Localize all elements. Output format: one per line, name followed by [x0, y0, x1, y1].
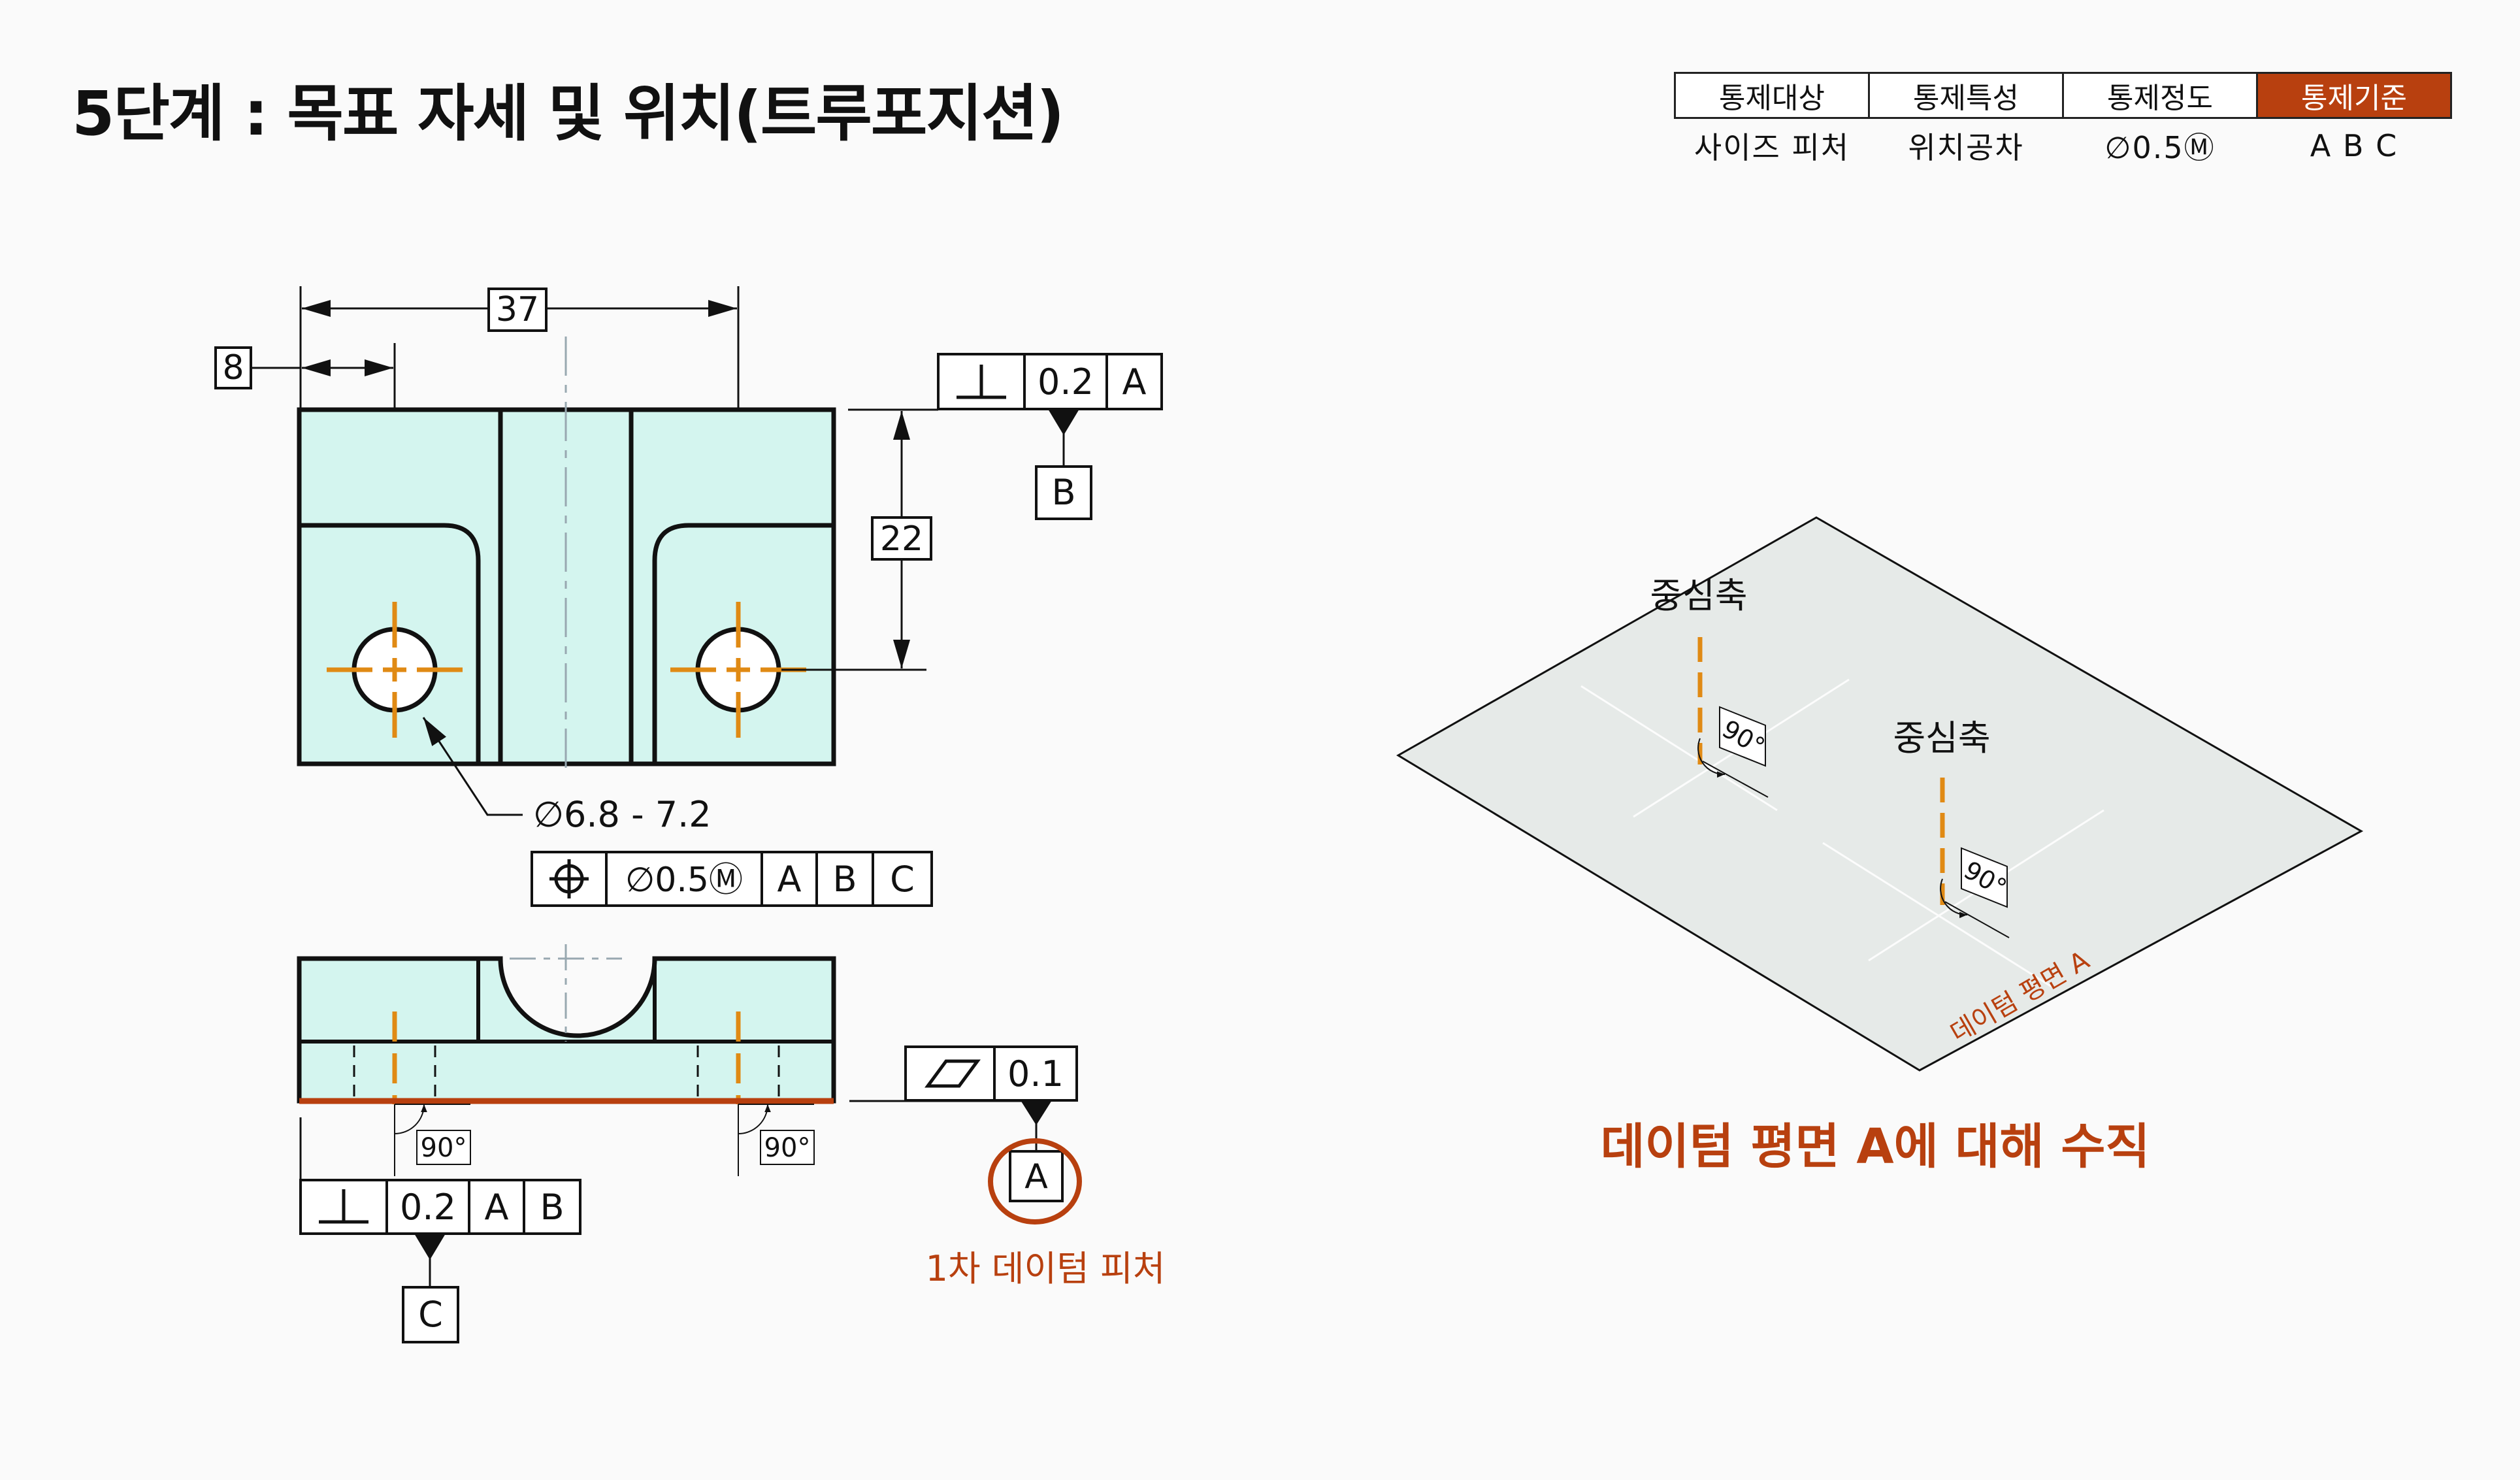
- hole-size-callout: ∅6.8 - 7.2: [422, 717, 712, 835]
- iso-view: 90° 중심축 90° 중심축 데이텀 평면 A 데이텀 평면 A에 대해 수직: [1396, 516, 2364, 1175]
- perp-bottom-tolerance: 0.2: [400, 1187, 456, 1228]
- header-datum: 통제기준: [2256, 72, 2452, 119]
- datum-a-caption: 1차 데이텀 피처: [926, 1248, 1166, 1289]
- axis-label-1: 중심축: [1650, 575, 1747, 616]
- value-characteristic: 위치공차: [1908, 130, 2024, 165]
- datum-plane-a: [1396, 516, 2364, 1072]
- dim-box-8: [214, 346, 252, 389]
- datum-a-feature: A: [988, 1100, 1082, 1225]
- datum-a-highlight: [988, 1138, 1082, 1225]
- hidden-hole-right: [696, 1045, 780, 1098]
- value-degree: ∅0.5Ⓜ: [2104, 130, 2216, 165]
- flatness-icon: [925, 1059, 981, 1088]
- perpendicularity-frame-bottom: 0.2 A B: [299, 1179, 581, 1235]
- header-degree: 통제정도: [2062, 72, 2258, 119]
- hole-size-text: ∅6.8 - 7.2: [533, 794, 712, 835]
- side-view: 90° 90° 0.2 A B: [297, 944, 1166, 1343]
- angle-left-text: 90°: [421, 1133, 467, 1163]
- value-datum: A B C: [2310, 128, 2398, 163]
- hole-left-centerlines: [327, 602, 463, 738]
- datum-c-feature: C: [402, 1234, 459, 1343]
- page-title: 5단계 : 목표 자세 및 위치(트루포지션): [72, 78, 1064, 150]
- perpendicular-icon: [957, 365, 1006, 399]
- dim-37-text: 37: [496, 290, 539, 329]
- position-tolerance: ∅0.5Ⓜ: [625, 861, 743, 900]
- step-contour-right: [652, 523, 834, 764]
- flatness-tolerance: 0.1: [1007, 1053, 1064, 1094]
- position-datum-c: C: [890, 859, 915, 900]
- iso-angle-2: 90°: [1940, 847, 2012, 938]
- position-frame: ∅0.5Ⓜ A B C: [531, 851, 933, 907]
- position-icon: [549, 859, 589, 898]
- perp-bottom-datum-b: B: [540, 1187, 564, 1228]
- datum-b-feature: B: [1035, 409, 1092, 520]
- hidden-hole-left: [353, 1045, 436, 1098]
- dim-box-22: [871, 516, 932, 561]
- iso-angle-1: 90°: [1697, 706, 1770, 798]
- header-target: 통제대상: [1674, 72, 1870, 119]
- dim-box-37: [487, 288, 548, 332]
- control-table: 통제대상 통제특성 통제정도 통제기준 사이즈 피처 위치공차 ∅0.5Ⓜ A …: [1674, 72, 2452, 173]
- datum-a-label: A: [1024, 1157, 1048, 1196]
- axis-label-2: 중심축: [1893, 717, 1990, 759]
- position-datum-a: A: [777, 859, 802, 900]
- angle-callout-right: 90°: [738, 1104, 815, 1176]
- perpendicularity-frame-top: 0.2 A: [937, 353, 1163, 410]
- flatness-frame: 0.1: [904, 1045, 1078, 1102]
- perp-top-tolerance: 0.2: [1038, 361, 1094, 403]
- angle-callout-left: 90°: [394, 1104, 471, 1176]
- perp-top-datum: A: [1122, 361, 1147, 403]
- front-view: 37 8: [214, 286, 1163, 907]
- value-target: 사이즈 피처: [1694, 130, 1850, 165]
- perpendicular-icon-2: [319, 1189, 368, 1224]
- position-datum-b: B: [832, 859, 857, 900]
- side-hole-axes: [392, 1011, 741, 1104]
- datum-c-label: C: [418, 1294, 443, 1335]
- datum-b-label: B: [1051, 472, 1075, 513]
- angle-right-text: 90°: [764, 1133, 811, 1163]
- dim-22-text: 22: [880, 519, 923, 559]
- perp-bottom-datum-a: A: [485, 1187, 509, 1228]
- header-characteristic: 통제특성: [1868, 72, 2064, 119]
- iso-caption: 데이텀 평면 A에 대해 수직: [1600, 1119, 2150, 1175]
- side-part-body: [297, 956, 836, 1104]
- dim-8-text: 8: [222, 348, 244, 387]
- step-contour-left: [299, 523, 481, 764]
